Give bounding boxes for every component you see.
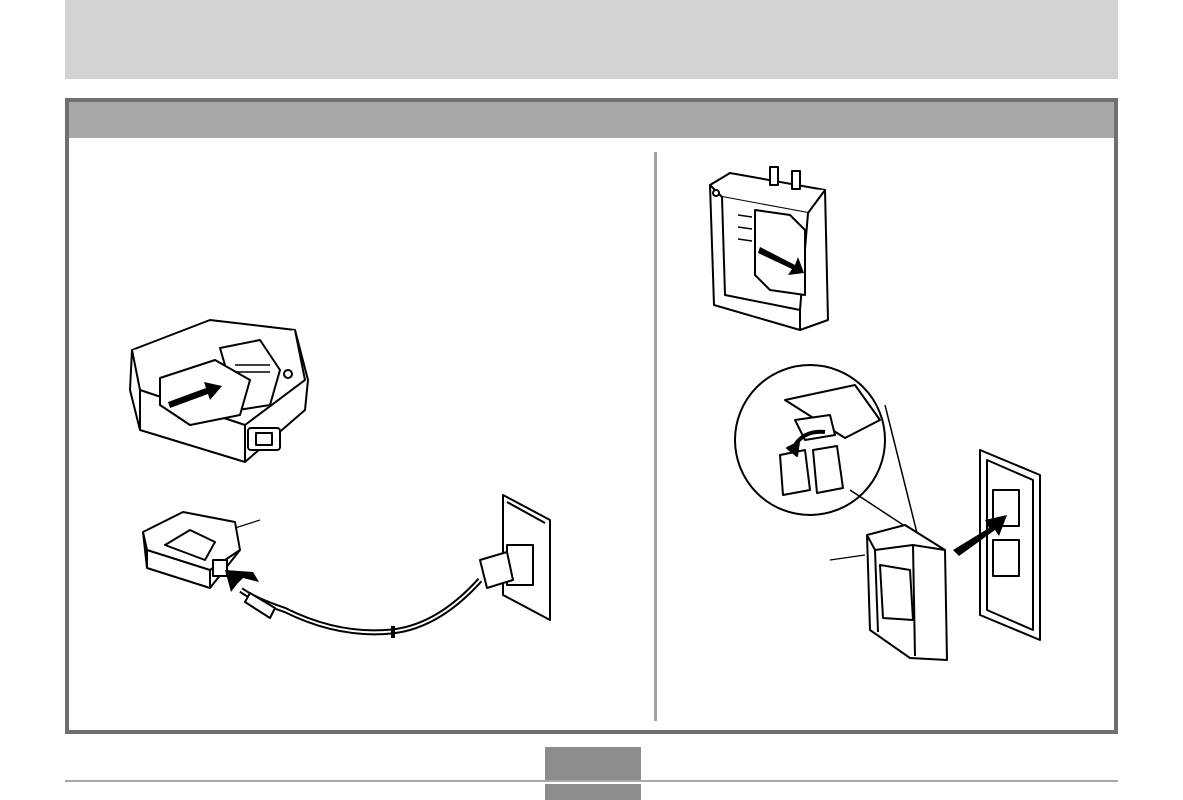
battery-into-plug-in-charger-illustration xyxy=(709,166,829,331)
plug-in-charger-into-outlet-illustration xyxy=(734,364,1041,661)
charger-with-power-cord-illustration xyxy=(142,494,551,638)
page-number-tab-lower xyxy=(545,784,641,800)
battery-into-charger-illustration xyxy=(129,319,309,463)
page-header-band xyxy=(65,0,1118,79)
frame-header-bar xyxy=(69,102,1114,138)
footer-rule xyxy=(65,780,1118,782)
page-number-tab xyxy=(545,747,641,780)
column-divider xyxy=(654,152,657,721)
